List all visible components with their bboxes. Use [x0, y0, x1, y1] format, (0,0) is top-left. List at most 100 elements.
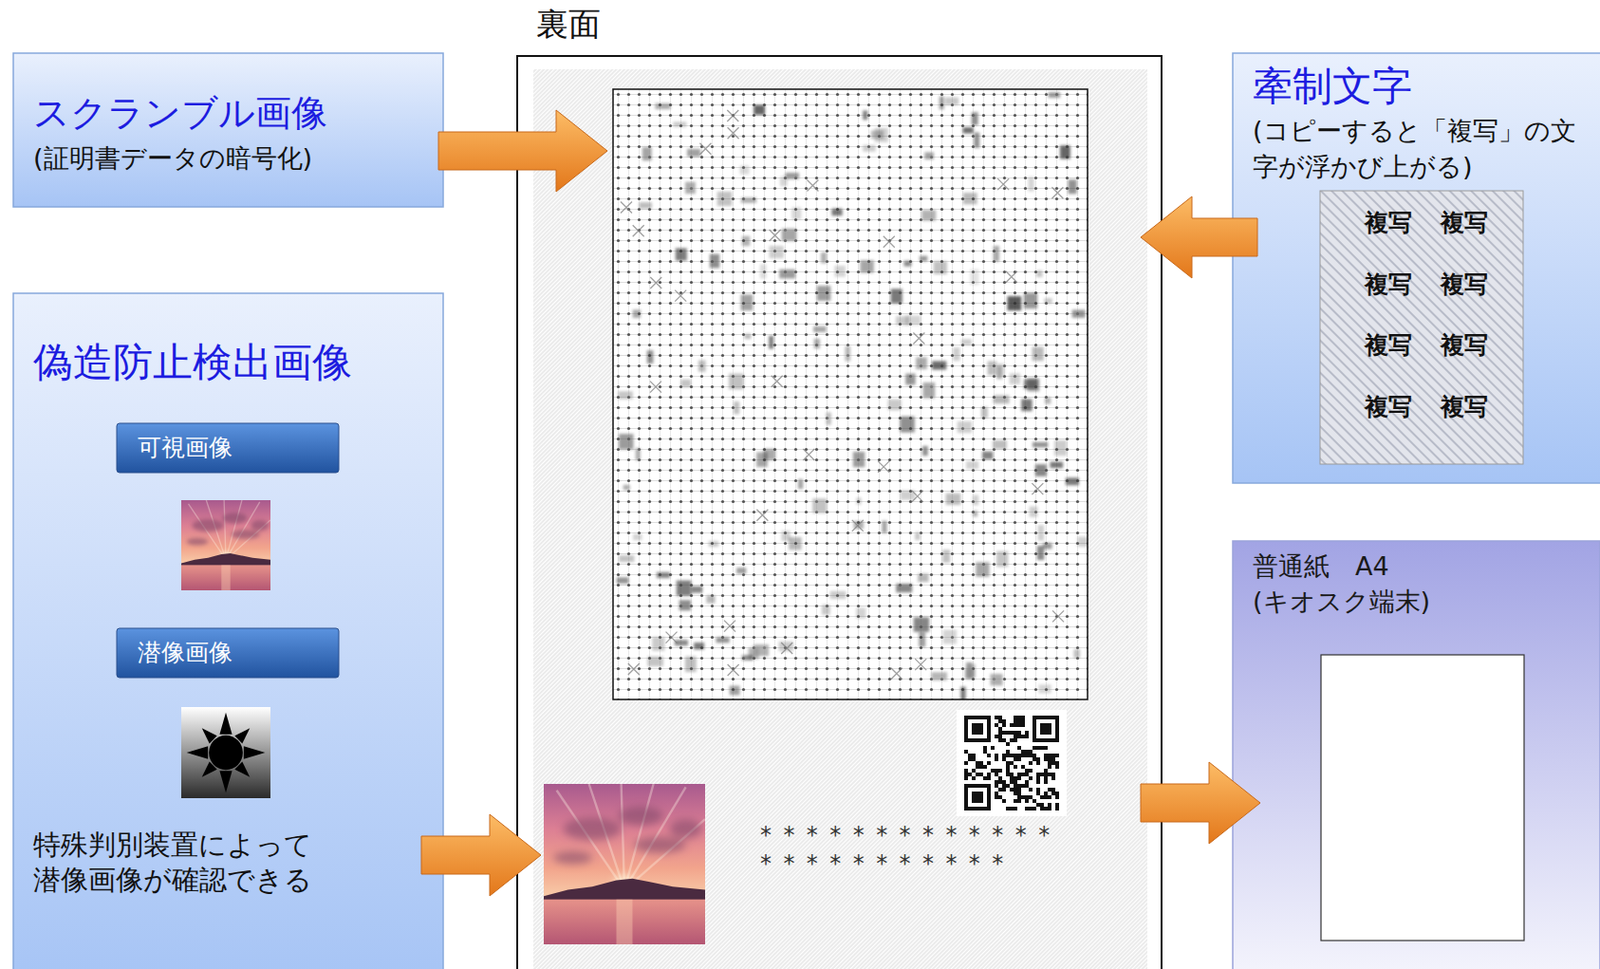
noise-blob: [698, 360, 707, 373]
qr-module: [1047, 787, 1052, 792]
noise-blob: [744, 334, 751, 339]
qr-module: [1013, 723, 1018, 727]
noise-mark: [756, 509, 768, 521]
illustrations: [181, 69, 1525, 969]
noise-blob: [642, 147, 652, 161]
qr-module: [1024, 753, 1029, 758]
noise-blob: [708, 540, 719, 547]
qr-module: [1013, 764, 1018, 769]
noise-blob: [1054, 440, 1067, 456]
qr-module: [1021, 764, 1025, 769]
qr-module: [1021, 795, 1025, 800]
qr-module: [971, 795, 976, 800]
noise-blob: [651, 636, 665, 652]
noise-blob: [672, 121, 687, 127]
qr-module: [1036, 802, 1041, 807]
qr-module: [1002, 783, 1006, 788]
qr-module: [998, 780, 1003, 784]
noise-mark: [997, 178, 1009, 190]
qr-module: [998, 734, 1003, 739]
noise-blob: [1023, 293, 1038, 310]
noise-blob: [856, 497, 862, 504]
qr-module: [1040, 745, 1044, 750]
feature-panel: 偽造防止検出画像特殊判別装置によって 潜像画像が確認できる可視画像潜像画像: [13, 293, 444, 969]
feature-panel-fill: [13, 293, 444, 969]
noise-mark: [802, 448, 815, 461]
copy-watermark: 複写: [1364, 392, 1413, 422]
noise-blob: [1065, 477, 1080, 485]
noise-blob: [676, 580, 692, 596]
qr-module: [1040, 738, 1044, 743]
qr-module: [1013, 719, 1018, 724]
noise-blob: [690, 586, 703, 594]
qr-module: [983, 783, 987, 788]
qr-code: [964, 715, 1060, 811]
noise-blob: [685, 656, 697, 672]
qr-module: [967, 772, 972, 777]
qr-module: [1017, 776, 1022, 781]
qr-module: [986, 730, 991, 735]
qr-module: [971, 723, 976, 727]
noise-mark: [1051, 186, 1063, 199]
noise-blob: [1050, 462, 1064, 468]
noise-mark: [769, 229, 782, 242]
qr-module: [1002, 757, 1006, 762]
qr-module: [979, 730, 984, 735]
qr-module: [1051, 787, 1056, 792]
noise-mark: [628, 663, 640, 675]
copy-watermark: 複写: [1440, 208, 1489, 238]
qr-module: [975, 806, 980, 811]
qr-module: [971, 791, 976, 796]
copy-watermark: 複写: [1440, 392, 1489, 422]
qr-module: [975, 761, 980, 765]
noise-blob: [1021, 399, 1032, 412]
qr-module: [1021, 734, 1025, 739]
noise-blob: [924, 151, 934, 159]
qr-module: [1036, 715, 1041, 720]
noise-blob: [709, 254, 720, 269]
noise-blob: [946, 493, 962, 505]
qr-module: [1055, 791, 1060, 796]
qr-module: [1017, 734, 1022, 739]
qr-module: [1024, 749, 1029, 754]
qr-module: [1009, 753, 1014, 758]
noise-mark: [1005, 271, 1018, 283]
block-arrow: [1140, 196, 1258, 279]
panel-heading: 牽制文字: [1252, 62, 1413, 111]
qr-module: [1005, 768, 1010, 773]
qr-module: [1009, 806, 1014, 811]
noise-blob: [617, 390, 633, 399]
noise-blob: [966, 662, 973, 679]
noise-blob: [834, 265, 845, 278]
noise-blob: [969, 269, 979, 286]
page-title: 裏面: [536, 4, 601, 44]
label-button: 潜像画像: [116, 628, 339, 678]
qr-module: [1036, 787, 1041, 792]
noise-blob: [779, 269, 796, 280]
qr-module: [1024, 734, 1029, 739]
qr-module: [1043, 791, 1048, 796]
qr-module: [1024, 795, 1029, 800]
qr-module: [1013, 730, 1018, 735]
qr-module: [1002, 780, 1006, 784]
visible-image: [543, 783, 706, 945]
qr-module: [1055, 723, 1060, 727]
noise-blob: [733, 401, 740, 414]
noise-blob: [632, 534, 642, 541]
noise-mark: [771, 375, 783, 388]
qr-module: [1047, 802, 1052, 807]
qr-module: [986, 787, 991, 792]
qr-module: [979, 738, 984, 743]
qr-module: [986, 795, 991, 800]
qr-module: [1024, 730, 1029, 735]
qr-module: [1017, 772, 1022, 777]
qr-module: [1021, 719, 1025, 724]
qr-module: [1021, 749, 1025, 754]
qr-module: [994, 772, 999, 777]
masked-number: * * * * * * * * * * * * *: [760, 821, 1053, 850]
qr-module: [1051, 715, 1056, 720]
qr-module: [1009, 776, 1014, 781]
noise-mark: [781, 642, 793, 654]
qr-module: [1002, 787, 1006, 792]
qr-module: [964, 738, 968, 743]
